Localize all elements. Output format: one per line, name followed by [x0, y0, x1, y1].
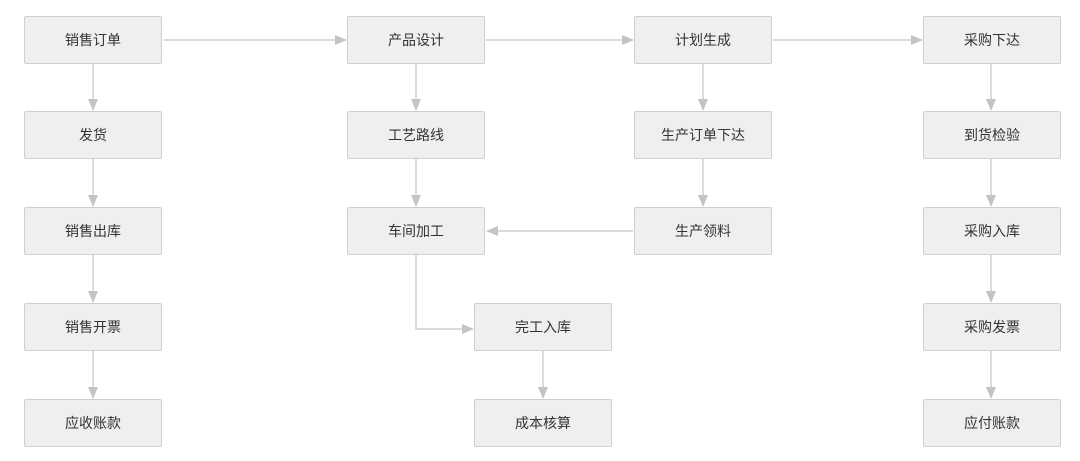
node-workshop-processing: 车间加工: [347, 207, 485, 255]
node-process-route: 工艺路线: [347, 111, 485, 159]
node-purchase-issue: 采购下达: [923, 16, 1061, 64]
node-completion-inbound: 完工入库: [474, 303, 612, 351]
node-sales-order: 销售订单: [24, 16, 162, 64]
node-arrival-inspection: 到货检验: [923, 111, 1061, 159]
node-sales-invoice: 销售开票: [24, 303, 162, 351]
node-cost-accounting: 成本核算: [474, 399, 612, 447]
node-receivables: 应收账款: [24, 399, 162, 447]
node-production-order-issue: 生产订单下达: [634, 111, 772, 159]
node-payables: 应付账款: [923, 399, 1061, 447]
node-purchase-invoice: 采购发票: [923, 303, 1061, 351]
node-plan-generation: 计划生成: [634, 16, 772, 64]
node-sales-outbound: 销售出库: [24, 207, 162, 255]
node-product-design: 产品设计: [347, 16, 485, 64]
node-purchase-inbound: 采购入库: [923, 207, 1061, 255]
node-shipping: 发货: [24, 111, 162, 159]
node-production-material-pick: 生产领料: [634, 207, 772, 255]
edge-workshop-processing-to-completion-inbound: [415, 255, 474, 334]
